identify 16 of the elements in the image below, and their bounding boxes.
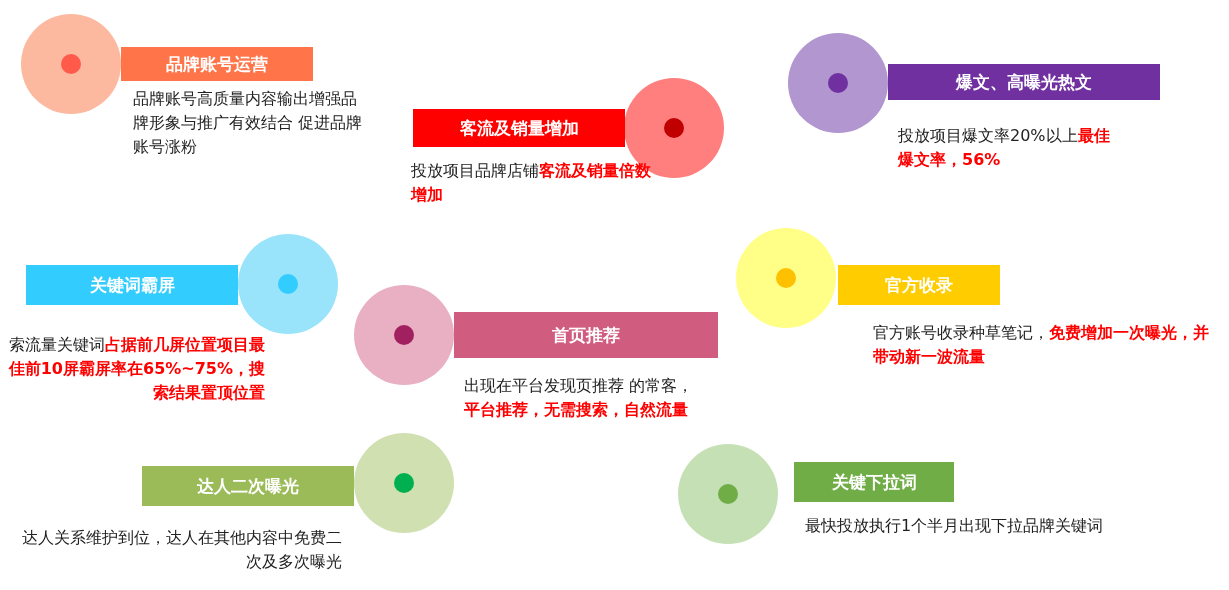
description-text: 出现在平台发现页推荐 的常客，平台推荐，无需搜索，自然流量 (464, 375, 695, 421)
description-text: 达人关系维护到位，达人在其他内容中免费二次及多次曝光 (21, 527, 342, 573)
heading-bar: 首页推荐 (454, 312, 718, 358)
heading-bar: 品牌账号运营 (121, 47, 313, 81)
heading-bar: 爆文、高曝光热文 (888, 64, 1160, 100)
description-text: 品牌账号高质量内容输出增强品牌形象与推广有效结合 促进品牌账号涨粉 (133, 88, 363, 158)
description-text: 投放项目品牌店铺客流及销量倍数增加 (411, 160, 651, 206)
heading-bar: 关键词霸屏 (26, 265, 238, 305)
heading-bar: 关键下拉词 (794, 462, 954, 502)
description-text: 官方账号收录种草笔记，免费增加一次曝光，并带动新一波流量 (873, 322, 1210, 368)
heading-bar: 达人二次曝光 (142, 466, 354, 506)
description-text: 投放项目爆文率20%以上最佳爆文率，56% (898, 125, 1111, 171)
description-text: 最快投放执行1个半月出现下拉品牌关键词 (805, 515, 1105, 537)
heading-bar: 客流及销量增加 (413, 109, 625, 147)
description-text: 索流量关键词占据前几屏位置项目最佳前10屏霸屏率在65%~75%，搜索结果置顶位置 (7, 334, 265, 404)
heading-bar: 官方收录 (838, 265, 1000, 305)
